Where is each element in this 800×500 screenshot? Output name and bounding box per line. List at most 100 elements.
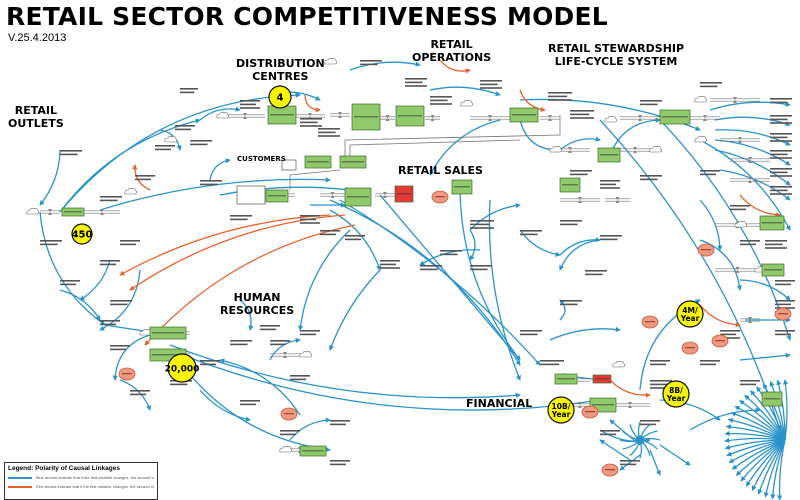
cloud-icon <box>604 115 618 123</box>
cloud-icon <box>164 135 178 143</box>
negative-link <box>129 214 346 291</box>
flow-valve <box>748 177 752 183</box>
variable-label <box>740 243 756 246</box>
variable-label <box>135 178 151 181</box>
variable-label <box>520 233 538 236</box>
badge-value: 4M/ <box>682 306 698 315</box>
variable-label <box>600 433 616 436</box>
negative-link-swatch <box>8 485 32 488</box>
variable-label <box>60 153 78 156</box>
flow-valve <box>548 115 552 121</box>
flow-pipes <box>40 97 770 453</box>
variable-label <box>300 333 316 336</box>
variable-label <box>440 250 462 252</box>
variable-label <box>640 103 658 106</box>
variable-label <box>380 267 400 269</box>
badge-value: 8B/ <box>669 386 683 395</box>
variable-label <box>720 330 740 332</box>
risk-text <box>715 340 725 342</box>
positive-link <box>269 337 301 361</box>
flow-valve <box>243 113 247 119</box>
positive-link <box>209 158 231 181</box>
variable-label <box>640 175 662 177</box>
negative-link <box>609 379 651 398</box>
variable-label <box>700 363 716 366</box>
positive-link <box>739 279 791 301</box>
positive-link <box>714 139 791 166</box>
variable-label <box>300 330 320 332</box>
cloud-icon <box>299 350 313 358</box>
flow-valve <box>748 317 752 323</box>
variable-label <box>330 463 346 466</box>
positive-link <box>329 199 521 366</box>
cloud-icon <box>460 99 474 107</box>
variable-label <box>600 238 618 241</box>
stock-text <box>152 332 184 334</box>
value-badge <box>71 223 93 245</box>
positive-link <box>219 186 351 196</box>
variable-label <box>548 92 572 94</box>
variable-label <box>420 265 442 267</box>
flow-valve <box>738 137 742 143</box>
positive-link <box>714 116 791 127</box>
positive-link <box>714 129 791 146</box>
variable-label <box>640 100 662 102</box>
page-title: RETAIL SECTOR COMPETITIVENESS MODEL <box>6 2 608 31</box>
stock-text <box>764 269 782 271</box>
stock-text <box>354 116 378 118</box>
positive-link <box>699 239 743 291</box>
variable-label <box>318 128 340 130</box>
variable-label <box>180 88 198 90</box>
variable-label <box>770 186 792 188</box>
flow-valve <box>733 97 737 103</box>
risk-text <box>701 249 711 251</box>
flow-valve <box>633 147 637 153</box>
variable-label <box>570 170 592 172</box>
variable-label <box>548 99 572 101</box>
risk-text <box>585 411 595 413</box>
variable-label <box>300 125 322 127</box>
section-financial: FINANCIAL <box>466 397 533 410</box>
cloud-icon <box>216 111 230 119</box>
stock-text <box>592 404 614 406</box>
variable-label <box>175 125 195 127</box>
version-label: V.25.4.2013 <box>8 32 67 44</box>
variable-label <box>770 175 792 177</box>
variable-label <box>520 333 538 336</box>
cloud-icon <box>734 220 748 228</box>
positive-link <box>469 202 521 231</box>
variable-label <box>345 235 365 237</box>
variable-label <box>470 220 494 222</box>
variable-label <box>520 230 542 232</box>
positive-link <box>99 269 141 331</box>
variable-label <box>770 118 788 121</box>
positive-link-swatch <box>8 476 32 479</box>
variable-label <box>740 383 756 386</box>
stock-text <box>270 114 294 116</box>
variable-label <box>775 300 795 302</box>
negative-link <box>699 304 741 328</box>
variable-label <box>640 178 658 181</box>
risk-text <box>645 321 655 323</box>
positive-link <box>469 229 476 261</box>
positive-link <box>599 119 782 431</box>
positive-link <box>638 423 651 441</box>
stock-text <box>347 196 369 198</box>
variable-label <box>775 330 795 332</box>
variable-label <box>620 463 636 466</box>
variable-label <box>230 343 248 346</box>
positive-link <box>199 106 241 121</box>
variable-label <box>130 393 146 396</box>
legend-title: Legend: Polarity of Causal Linkages <box>8 465 120 472</box>
positive-link <box>289 417 331 441</box>
variable-label <box>540 363 560 366</box>
variable-label <box>770 136 788 139</box>
cloud-icon <box>549 145 563 153</box>
positive-link <box>776 439 786 500</box>
variable-label <box>420 268 438 271</box>
cloud-icon <box>324 57 338 65</box>
